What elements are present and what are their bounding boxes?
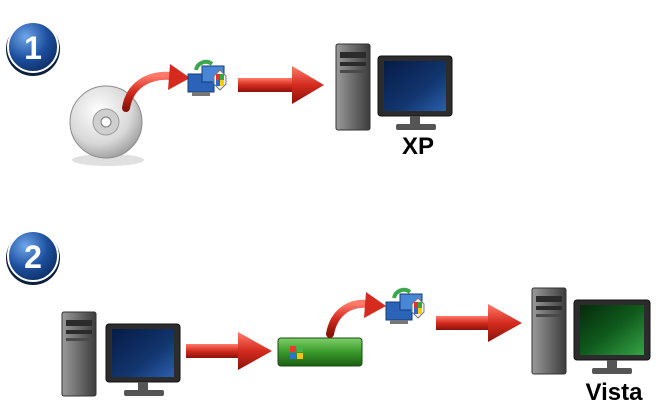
step-2: 2 (6, 230, 651, 406)
cd-disc-icon (69, 85, 144, 166)
arrow-icon (122, 64, 190, 112)
migration-wizard-icon (187, 59, 227, 96)
step-1-badge: 1 (6, 21, 60, 76)
computer-tower-icon (335, 43, 371, 131)
computer-tower-icon (61, 311, 97, 397)
migration-wizard-icon (385, 287, 425, 324)
computer-tower-icon (531, 287, 567, 375)
arrow-icon (326, 292, 386, 338)
arrow-icon (436, 304, 522, 342)
arrow-icon (238, 66, 324, 104)
windows-logo-icon (290, 346, 303, 359)
step-1: 1 (6, 21, 453, 166)
step-2-badge: 2 (6, 230, 60, 285)
step-1-number: 1 (24, 30, 42, 66)
monitor-icon (105, 323, 181, 396)
monitor-icon (377, 55, 453, 130)
step-2-number: 2 (24, 239, 42, 275)
xp-label: XP (402, 133, 434, 160)
vista-label: Vista (586, 379, 644, 406)
monitor-icon (573, 299, 651, 374)
usb-drive-icon (277, 337, 363, 367)
arrow-icon (186, 332, 272, 370)
